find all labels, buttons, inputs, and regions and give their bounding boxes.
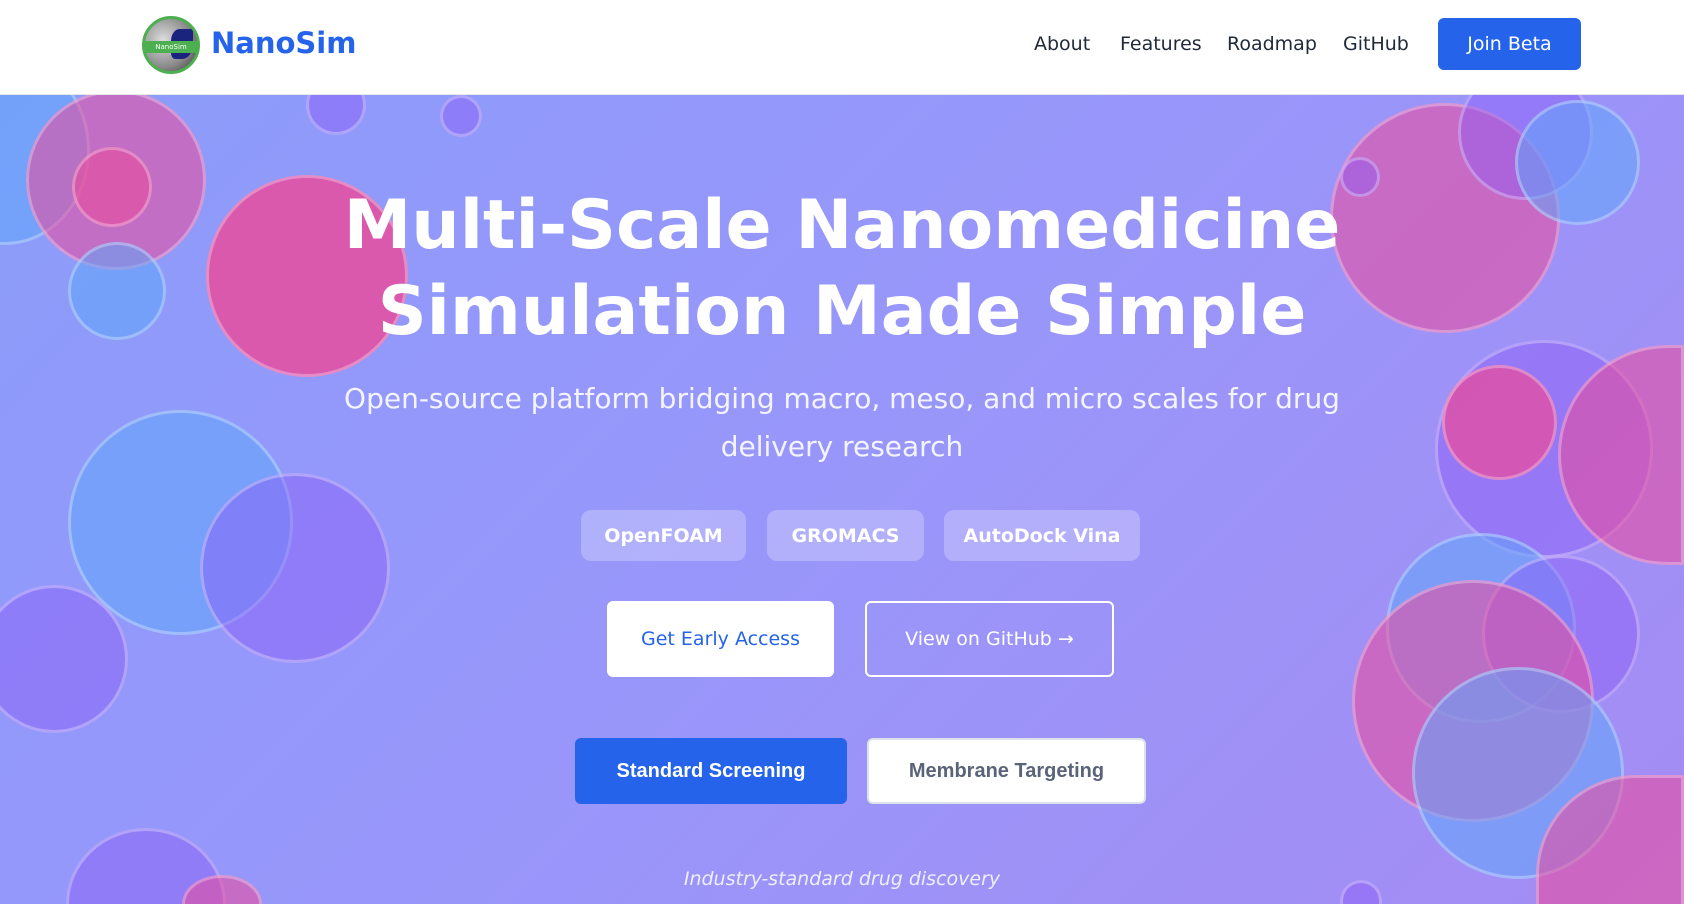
- mode-standard-screening[interactable]: Standard Screening: [575, 738, 847, 804]
- mode-caption: Industry-standard drug discovery: [683, 868, 1001, 890]
- nav-roadmap[interactable]: Roadmap: [1227, 33, 1317, 55]
- nav-features[interactable]: Features: [1120, 33, 1202, 55]
- decor-bubble: [72, 147, 152, 227]
- nav-about[interactable]: About: [1034, 33, 1091, 55]
- top-nav: NanoSim NanoSim About Features Roadmap G…: [0, 0, 1684, 95]
- decor-bubble: [440, 95, 482, 137]
- view-on-github-button[interactable]: View on GitHub →: [865, 601, 1114, 677]
- decor-bubble: [1515, 100, 1640, 225]
- title-line-1: Multi-Scale Nanomedicine: [343, 186, 1341, 265]
- tag-gromacs: GROMACS: [767, 510, 924, 561]
- hero-subtitle: Open-source platform bridging macro, mes…: [344, 382, 1340, 463]
- logo-image[interactable]: NanoSim: [142, 16, 200, 74]
- decor-bubble: [200, 473, 390, 663]
- decor-bubble: [1340, 157, 1380, 197]
- nav-github[interactable]: GitHub: [1343, 33, 1409, 55]
- decor-bubble: [206, 175, 408, 377]
- brand-name[interactable]: NanoSim: [211, 26, 357, 60]
- mode-membrane-targeting[interactable]: Membrane Targeting: [867, 738, 1146, 804]
- decor-bubble: [68, 242, 166, 340]
- title-line-2: Simulation Made Simple: [377, 272, 1307, 351]
- get-early-access-button[interactable]: Get Early Access: [607, 601, 834, 677]
- decor-bubble: [1442, 365, 1557, 480]
- join-beta-button[interactable]: Join Beta: [1438, 18, 1581, 70]
- logo-text: NanoSim: [145, 41, 197, 53]
- tag-autodock-vina: AutoDock Vina: [944, 510, 1140, 561]
- tag-openfoam: OpenFOAM: [581, 510, 746, 561]
- decor-bubble: [0, 585, 128, 733]
